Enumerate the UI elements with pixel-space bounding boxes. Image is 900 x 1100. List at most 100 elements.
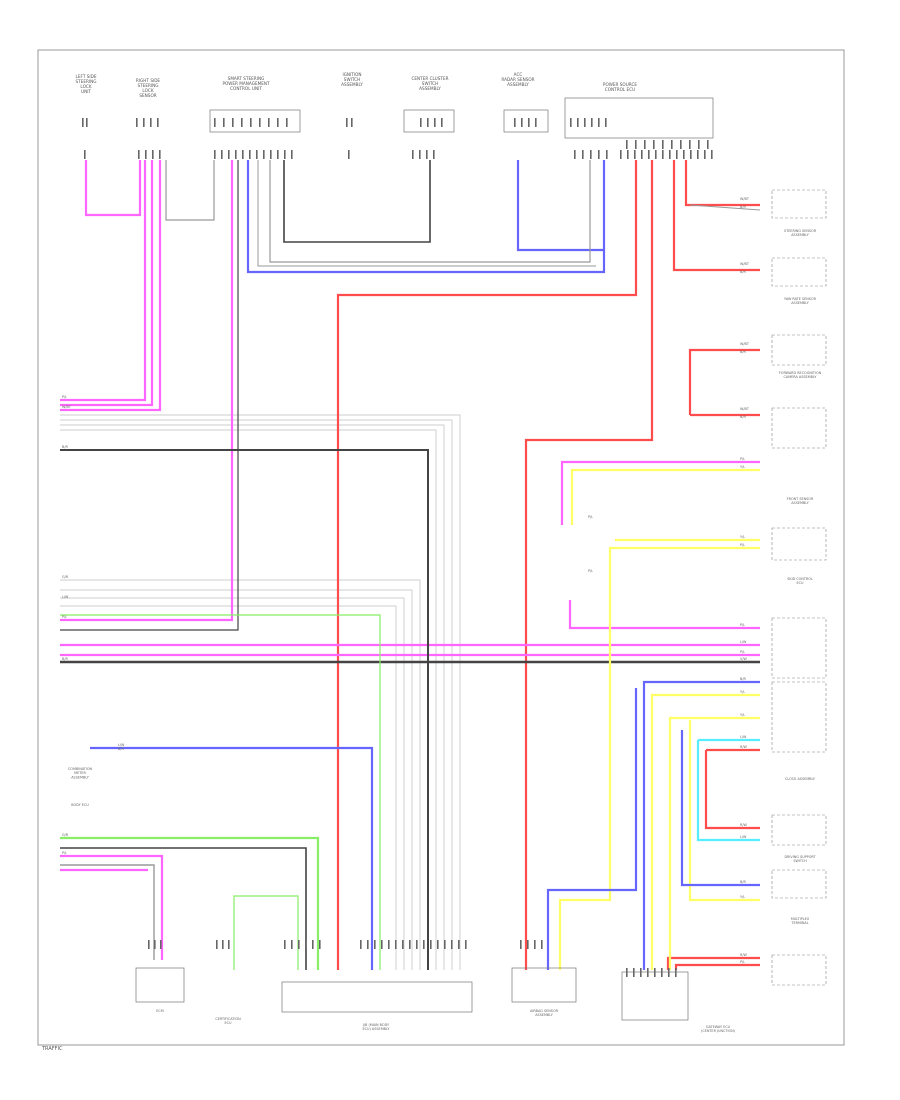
wire-tag: L/W bbox=[740, 735, 747, 739]
wire-cyan-51 bbox=[696, 740, 760, 842]
wire-tag: W/BT bbox=[740, 342, 750, 346]
wire-tag: Y/L bbox=[740, 535, 745, 539]
connector-pin bbox=[590, 150, 592, 159]
wire-tag: P/L bbox=[740, 960, 745, 964]
connector-pin bbox=[662, 140, 664, 149]
bottom-block-label-5: GATEWAY ECU(CENTER JUNCTION) bbox=[701, 1025, 736, 1033]
wire-tag: G/R bbox=[62, 575, 69, 579]
connector-box-a3 bbox=[209, 109, 301, 133]
connector-pin bbox=[256, 150, 258, 159]
connector-pin bbox=[291, 150, 293, 159]
wire-tag: W/BT bbox=[740, 197, 750, 201]
connector-pin bbox=[521, 118, 523, 127]
connector-pin bbox=[444, 940, 446, 949]
connector-pin bbox=[680, 140, 682, 149]
connector-pin bbox=[644, 140, 646, 149]
connector-pin bbox=[641, 150, 643, 159]
bottom-block-1 bbox=[135, 967, 185, 1003]
wire-magenta-54 bbox=[60, 854, 164, 960]
wire-tag: P/L bbox=[62, 851, 67, 855]
wire-light-7 bbox=[60, 597, 405, 970]
connector-pin bbox=[698, 140, 700, 149]
connector-pin bbox=[704, 150, 706, 159]
right-block-5 bbox=[771, 527, 827, 561]
connector-pin bbox=[268, 118, 270, 127]
connector-pin bbox=[577, 118, 579, 127]
wire-tag: P/L bbox=[740, 457, 745, 461]
connector-pin bbox=[669, 150, 671, 159]
connector-pin bbox=[626, 968, 628, 977]
wire-light-5 bbox=[60, 579, 421, 970]
wire-tag: W/BT bbox=[740, 262, 750, 266]
wire-magenta-9 bbox=[84, 160, 142, 217]
connector-pin bbox=[541, 940, 543, 949]
connector-pin bbox=[633, 968, 635, 977]
wire-tag: L/W bbox=[740, 640, 747, 644]
connector-pin bbox=[351, 118, 353, 127]
wire-red-19 bbox=[336, 160, 638, 970]
connector-pin bbox=[648, 150, 650, 159]
connector-pin bbox=[465, 940, 467, 949]
wire-tag: P/L bbox=[62, 615, 67, 619]
connector-pin bbox=[214, 118, 216, 127]
connector-pin bbox=[381, 940, 383, 949]
connector-pin bbox=[241, 118, 243, 127]
connector-pin bbox=[661, 968, 663, 977]
right-block-2 bbox=[771, 257, 827, 287]
wire-green-49 bbox=[233, 895, 299, 970]
wire-tag: Y/L bbox=[740, 465, 745, 469]
wire-blue-44 bbox=[642, 680, 760, 970]
wire-light-2 bbox=[60, 419, 453, 970]
connector-pin bbox=[312, 940, 314, 949]
connector-pin bbox=[419, 150, 421, 159]
connector-pin bbox=[427, 118, 429, 127]
connector-pin bbox=[221, 150, 223, 159]
wire-tag: Y/L bbox=[740, 713, 745, 717]
connector-pin bbox=[647, 968, 649, 977]
connector-pin bbox=[402, 940, 404, 949]
left-block-label-2: BODY ECU bbox=[71, 803, 89, 807]
connector-pin bbox=[683, 150, 685, 159]
wire-light-1 bbox=[60, 414, 461, 970]
connector-pin bbox=[143, 118, 145, 127]
connector-box-a7 bbox=[564, 97, 714, 139]
connector-pin bbox=[270, 150, 272, 159]
wire-tag: L/W bbox=[740, 835, 747, 839]
connector-pin bbox=[284, 150, 286, 159]
wire-tag: B/R bbox=[740, 880, 746, 884]
connector-pin bbox=[430, 940, 432, 949]
connector-pin bbox=[668, 968, 670, 977]
wire-gray-18 bbox=[257, 160, 596, 267]
wire-tag: B/R bbox=[740, 677, 746, 681]
connector-pin bbox=[228, 940, 230, 949]
connector-pin bbox=[360, 940, 362, 949]
connector-pin bbox=[284, 940, 286, 949]
wire-yellow-41 bbox=[650, 693, 760, 970]
wire-tag: R/W bbox=[740, 953, 747, 957]
connector-pin bbox=[520, 940, 522, 949]
wire-tag: Y/L bbox=[740, 690, 745, 694]
connector-pin bbox=[346, 118, 348, 127]
connector-pin bbox=[675, 968, 677, 977]
right-block-label-6: CLOCK ASSEMBLY bbox=[785, 777, 816, 781]
wire-group: W/BTB/RW/BTB/RW/BTB/RW/BTB/RP/LY/LY/LP/L… bbox=[60, 118, 761, 977]
connector-pin bbox=[152, 150, 154, 159]
connector-pin bbox=[627, 150, 629, 159]
right-block-4 bbox=[771, 407, 827, 449]
connector-pin bbox=[235, 150, 237, 159]
wire-tag: R/W bbox=[740, 823, 747, 827]
connector-pin bbox=[138, 150, 140, 159]
wire-tag: P/L bbox=[740, 623, 745, 627]
